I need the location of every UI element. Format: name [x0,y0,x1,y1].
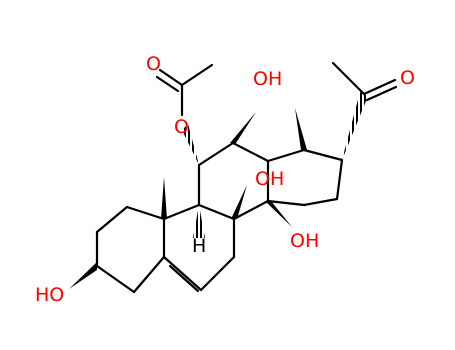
atom-label-oh-8: OH [255,168,284,190]
atom-label-ho-3: HO [35,284,64,306]
double-bond-line [155,75,180,93]
hash-bond [193,205,205,238]
wedge-bond [230,112,256,143]
wedge-bond [69,262,97,289]
atom-label-h-9: H [192,235,206,257]
wedge-bond [231,185,247,219]
wedge-bond [161,177,167,219]
double-bond-line [168,264,200,293]
bond [302,148,344,162]
bond [162,203,201,221]
hash-bond [182,124,199,165]
bond [125,205,166,221]
bond [362,78,397,96]
bond [302,197,339,207]
bond [180,63,214,87]
atom-label-oh-14: OH [290,230,319,252]
bond [199,255,236,292]
bond [132,255,166,294]
bond [95,264,136,294]
bond [331,61,366,96]
bond [231,141,270,163]
bond [335,158,344,201]
wedge-bond [265,201,292,227]
bond [266,148,306,163]
bonds [95,61,398,294]
bond [162,255,203,292]
atom-labels: HO OH OH OH O O O H [35,53,415,306]
bond [266,199,306,207]
bond [197,203,236,221]
bond [197,141,235,167]
atom-label-o-ester: O [174,116,189,138]
atom-label-oh-12: OH [253,68,282,90]
stereo-bonds [69,92,368,289]
bond [95,205,129,234]
double-bond-line [365,85,398,102]
atom-label-o-acetate-carbonyl: O [146,53,161,75]
atom-label-o-ketone: O [400,67,415,89]
hash-bond [342,92,368,160]
bond [158,68,184,87]
bond [232,199,270,221]
wedge-bond [295,108,307,150]
